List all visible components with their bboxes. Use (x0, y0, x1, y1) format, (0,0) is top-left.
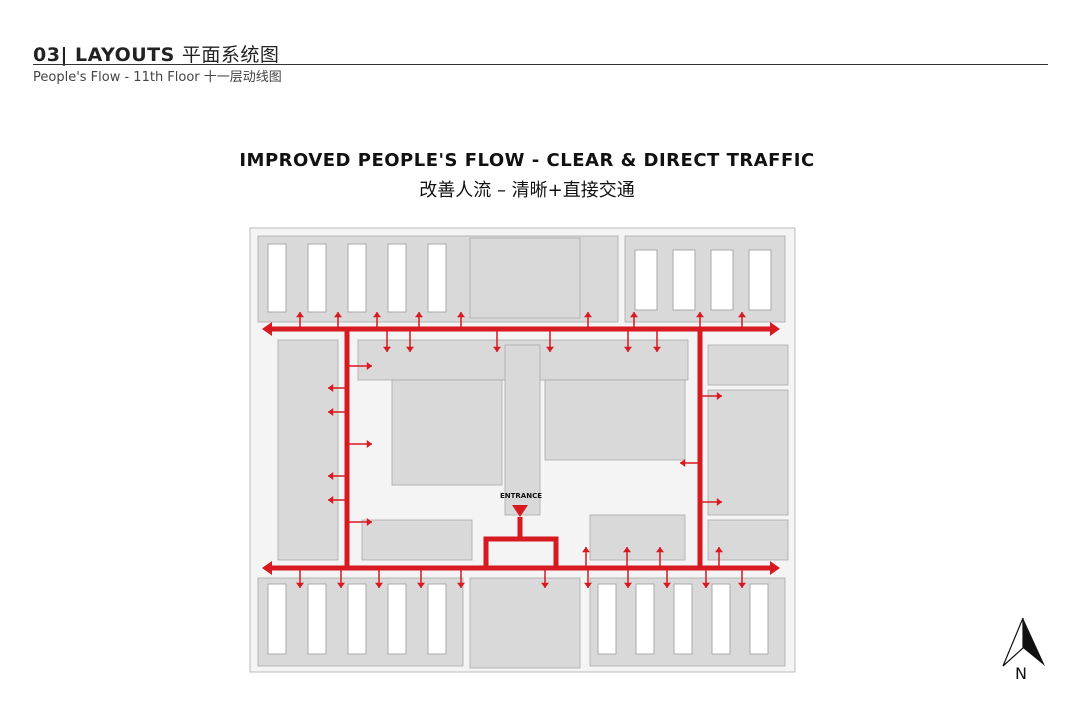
desk-cluster (427, 583, 447, 655)
arrowhead-icon (457, 582, 465, 588)
plan-title-chinese: 改善人流 – 清晰+直接交通 (419, 180, 635, 201)
arrowhead-icon (328, 496, 334, 504)
arrowhead-icon (328, 384, 334, 392)
arrowhead-icon (296, 312, 304, 318)
route-arrowhead-icon (770, 322, 780, 336)
arrowhead-icon (415, 312, 423, 318)
arrowhead-icon (584, 582, 592, 588)
room (361, 519, 473, 561)
desk-cluster (597, 583, 617, 655)
route-arrowhead-icon (262, 322, 272, 336)
room (469, 577, 581, 669)
room (707, 519, 789, 561)
route-arrowhead-icon (770, 561, 780, 575)
arrowhead-icon (715, 547, 723, 553)
arrowhead-icon (680, 459, 686, 467)
arrowhead-icon (328, 408, 334, 416)
arrowhead-icon (541, 582, 549, 588)
arrowhead-icon (334, 312, 342, 318)
plan-title: IMPROVED PEOPLE'S FLOW - CLEAR & DIRECT … (239, 150, 815, 171)
north-arrow-icon (1002, 617, 1045, 667)
room (589, 514, 686, 561)
arrowhead-icon (738, 582, 746, 588)
desk-cluster (387, 583, 407, 655)
north-label: N (1015, 664, 1027, 683)
arrowhead-icon (716, 392, 722, 400)
desk-cluster (748, 249, 772, 311)
arrowhead-icon (366, 440, 372, 448)
room (707, 344, 789, 386)
arrowhead-icon (375, 582, 383, 588)
floor-plan-rooms (249, 227, 796, 673)
desk-cluster (749, 583, 769, 655)
arrowhead-icon (373, 312, 381, 318)
arrowhead-icon (624, 582, 632, 588)
desk-cluster (307, 583, 327, 655)
arrowhead-icon (582, 547, 590, 553)
desk-cluster (347, 243, 367, 313)
arrowhead-icon (546, 346, 554, 352)
arrowhead-icon (738, 312, 746, 318)
arrowhead-icon (493, 346, 501, 352)
desk-cluster (635, 583, 655, 655)
section-title: 03| LAYOUTS 平面系统图 (33, 44, 280, 66)
room (391, 379, 503, 486)
room (277, 339, 339, 561)
arrowhead-icon (653, 346, 661, 352)
arrowhead-icon (663, 582, 671, 588)
arrowhead-icon (296, 582, 304, 588)
arrowhead-icon (656, 547, 664, 553)
desk-cluster (710, 249, 734, 311)
header-divider (33, 64, 1048, 65)
section-subtitle: People's Flow - 11th Floor 十一层动线图 (33, 70, 282, 85)
desk-cluster (673, 583, 693, 655)
room (504, 344, 541, 516)
arrowhead-icon (417, 582, 425, 588)
arrowhead-icon (624, 346, 632, 352)
entrance-label: ENTRANCE (500, 492, 542, 500)
desk-cluster (672, 249, 696, 311)
arrowhead-icon (337, 582, 345, 588)
arrowhead-icon (696, 312, 704, 318)
desk-cluster (307, 243, 327, 313)
room (469, 237, 581, 319)
desk-cluster (347, 583, 367, 655)
arrowhead-icon (716, 498, 722, 506)
people-flow-routes (262, 312, 780, 588)
desk-cluster (387, 243, 407, 313)
route-arrowhead-icon (262, 561, 272, 575)
room (707, 389, 789, 516)
arrowhead-icon (702, 582, 710, 588)
entrance-marker-icon (512, 505, 528, 517)
room (544, 379, 686, 461)
arrowhead-icon (457, 312, 465, 318)
arrowhead-icon (366, 518, 372, 526)
desk-cluster (267, 583, 287, 655)
arrowhead-icon (328, 472, 334, 480)
desk-cluster (634, 249, 658, 311)
arrowhead-icon (406, 346, 414, 352)
arrowhead-icon (383, 346, 391, 352)
desk-cluster (711, 583, 731, 655)
arrowhead-icon (366, 362, 372, 370)
desk-cluster (427, 243, 447, 313)
arrowhead-icon (584, 312, 592, 318)
desk-cluster (267, 243, 287, 313)
arrowhead-icon (630, 312, 638, 318)
arrowhead-icon (623, 547, 631, 553)
